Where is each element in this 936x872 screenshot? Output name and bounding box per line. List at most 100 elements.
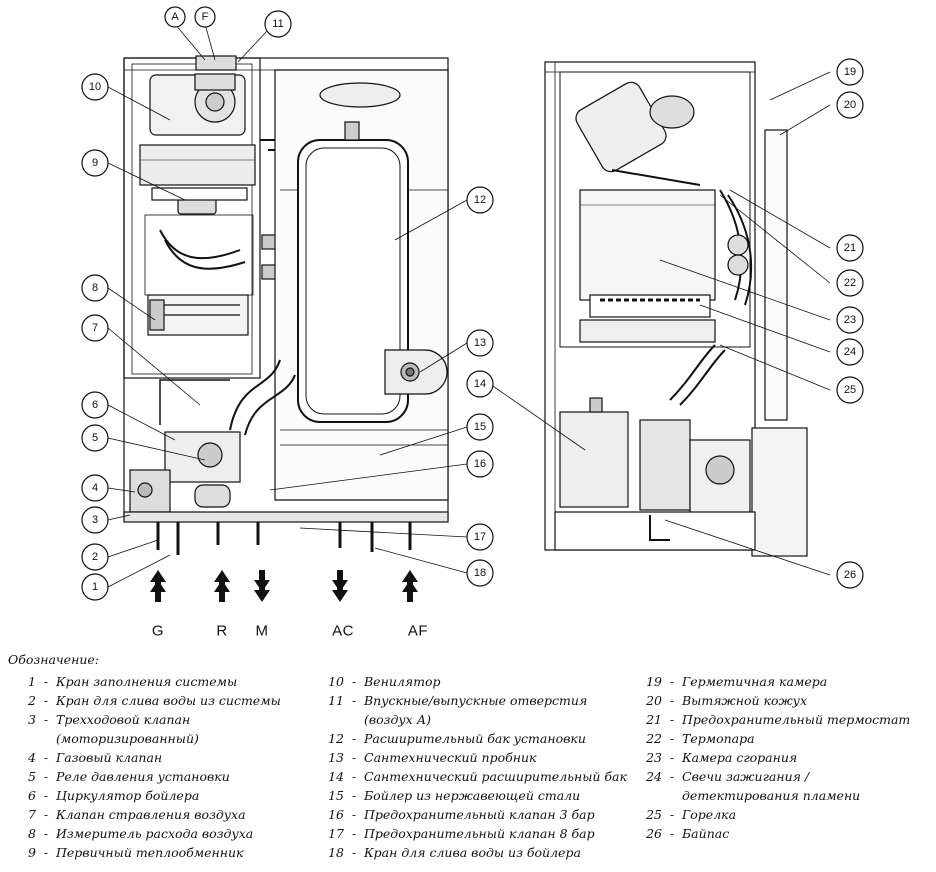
legend-item: 26-Байпас xyxy=(640,824,936,843)
callout-18: 18 xyxy=(474,567,486,579)
legend-item-text: Венилятор xyxy=(364,674,441,689)
legend-item: 16-Предохранительный клапан 3 бар xyxy=(322,805,652,824)
legend-item-text: Впускные/выпускные отверстия (воздух А) xyxy=(364,693,588,727)
callout-6: 6 xyxy=(92,399,98,411)
legend-item-number: 14 xyxy=(328,769,344,784)
legend-item: 14-Сантехнический расширительный бак xyxy=(322,767,652,786)
legend-item-text: Кран для слива воды из системы xyxy=(56,693,281,708)
legend-item: 20-Вытяжной кожух xyxy=(640,691,936,710)
legend-item-number: 25 xyxy=(646,807,662,822)
legend-item: 23-Камера сгорания xyxy=(640,748,936,767)
callout-10: 10 xyxy=(89,81,101,93)
legend-item-text: Газовый клапан xyxy=(56,750,163,765)
legend-item-number: 4 xyxy=(28,750,36,765)
callout-4: 4 xyxy=(92,482,98,494)
callout-7: 7 xyxy=(92,322,98,334)
callout-17: 17 xyxy=(474,531,486,543)
burner-shape xyxy=(147,294,249,336)
callout-5: 5 xyxy=(92,432,98,444)
legend: Обозначение: 1-Кран заполнения системы 2… xyxy=(0,652,936,872)
legend-item-number: 11 xyxy=(328,693,344,708)
legend-item: 8-Измеритель расхода воздуха xyxy=(14,824,324,843)
legend-item-text: Реле давления установки xyxy=(56,769,230,784)
callout-25: 25 xyxy=(844,384,856,396)
legend-item-number: 1 xyxy=(28,674,36,689)
legend-item-text: Свечи зажигания / детектирования пламени xyxy=(682,769,861,803)
callout-19: 19 xyxy=(844,66,856,78)
side-view xyxy=(544,61,808,557)
callout-12: 12 xyxy=(474,194,486,206)
legend-item: 3-Трехходовой клапан (моторизированный) xyxy=(14,710,324,748)
legend-item-number: 3 xyxy=(28,712,36,727)
callout-13: 13 xyxy=(474,337,486,349)
legend-item-text: Циркулятор бойлера xyxy=(56,788,200,803)
legend-item: 21-Предохранительный термостат xyxy=(640,710,936,729)
legend-item-number: 20 xyxy=(646,693,662,708)
legend-item-number: 15 xyxy=(328,788,344,803)
legend-item-number: 13 xyxy=(328,750,344,765)
legend-item-text: Герметичная камера xyxy=(682,674,828,689)
valve-cluster-shape xyxy=(639,419,808,557)
sanitary-tank-shape xyxy=(559,397,629,508)
legend-item: 24-Свечи зажигания / детектирования плам… xyxy=(640,767,936,805)
legend-item-number: 24 xyxy=(646,769,662,784)
legend-item-number: 6 xyxy=(28,788,36,803)
legend-item-text: Расширительный бак установки xyxy=(364,731,586,746)
legend-item-text: Клапан стравления воздуха xyxy=(56,807,246,822)
legend-item: 9-Первичный теплообменник xyxy=(14,843,324,862)
legend-column-2: 10-Венилятор 11-Впускные/выпускные отвер… xyxy=(322,672,652,862)
legend-item-text: Кран для слива воды из бойлера xyxy=(364,845,581,860)
legend-item: 17-Предохранительный клапан 8 бар xyxy=(322,824,652,843)
legend-item-text: Байпас xyxy=(682,826,730,841)
gas-valve-shape xyxy=(129,469,171,513)
legend-title: Обозначение: xyxy=(8,652,99,667)
legend-item: 15-Бойлер из нержавеющей стали xyxy=(322,786,652,805)
legend-item-number: 5 xyxy=(28,769,36,784)
legend-item: 25-Горелка xyxy=(640,805,936,824)
legend-item: 2-Кран для слива воды из системы xyxy=(14,691,324,710)
legend-item: 19-Герметичная камера xyxy=(640,672,936,691)
legend-item: 1-Кран заполнения системы xyxy=(14,672,324,691)
callout-26: 26 xyxy=(844,569,856,581)
callout-23: 23 xyxy=(844,314,856,326)
legend-item: 22-Термопара xyxy=(640,729,936,748)
io-label-r: R xyxy=(216,623,227,640)
legend-item: 11-Впускные/выпускные отверстия (воздух … xyxy=(322,691,652,729)
legend-item: 18-Кран для слива воды из бойлера xyxy=(322,843,652,862)
legend-item-text: Горелка xyxy=(682,807,737,822)
legend-item-text: Предохранительный клапан 8 бар xyxy=(364,826,595,841)
legend-item-number: 16 xyxy=(328,807,344,822)
callout-14: 14 xyxy=(474,378,486,390)
boiler-diagram: A F 1 2 3 4 5 6 7 8 9 10 11 12 13 14 15 … xyxy=(81,6,864,640)
legend-item: 5-Реле давления установки xyxy=(14,767,324,786)
legend-item-number: 2 xyxy=(28,693,36,708)
legend-item-text: Сантехнический расширительный бак xyxy=(364,769,627,784)
legend-item-text: Предохранительный термостат xyxy=(682,712,911,727)
callout-15: 15 xyxy=(474,421,486,433)
io-arrows xyxy=(150,570,418,602)
io-label-g: G xyxy=(152,623,164,640)
legend-item-number: 12 xyxy=(328,731,344,746)
callout-circles xyxy=(81,6,864,601)
legend-item-text: Предохранительный клапан 3 бар xyxy=(364,807,595,822)
circulator-shape xyxy=(164,431,241,508)
legend-item-number: 21 xyxy=(646,712,662,727)
side-burner-shape xyxy=(579,294,716,343)
label-air-f: F xyxy=(202,11,209,23)
leader-lines xyxy=(107,23,831,588)
legend-item: 6-Циркулятор бойлера xyxy=(14,786,324,805)
legend-item: 13-Сантехнический пробник xyxy=(322,748,652,767)
legend-item-number: 26 xyxy=(646,826,662,841)
callout-21: 21 xyxy=(844,242,856,254)
legend-item-number: 8 xyxy=(28,826,36,841)
callout-3: 3 xyxy=(92,514,98,526)
legend-item: 4-Газовый клапан xyxy=(14,748,324,767)
callout-20: 20 xyxy=(844,99,856,111)
legend-item-number: 19 xyxy=(646,674,662,689)
legend-item-text: Первичный теплообменник xyxy=(56,845,244,860)
legend-column-1: 1-Кран заполнения системы 2-Кран для сли… xyxy=(14,672,324,862)
io-label-m: M xyxy=(256,623,269,640)
legend-item: 10-Венилятор xyxy=(322,672,652,691)
legend-item-number: 22 xyxy=(646,731,662,746)
legend-item-text: Камера сгорания xyxy=(682,750,798,765)
